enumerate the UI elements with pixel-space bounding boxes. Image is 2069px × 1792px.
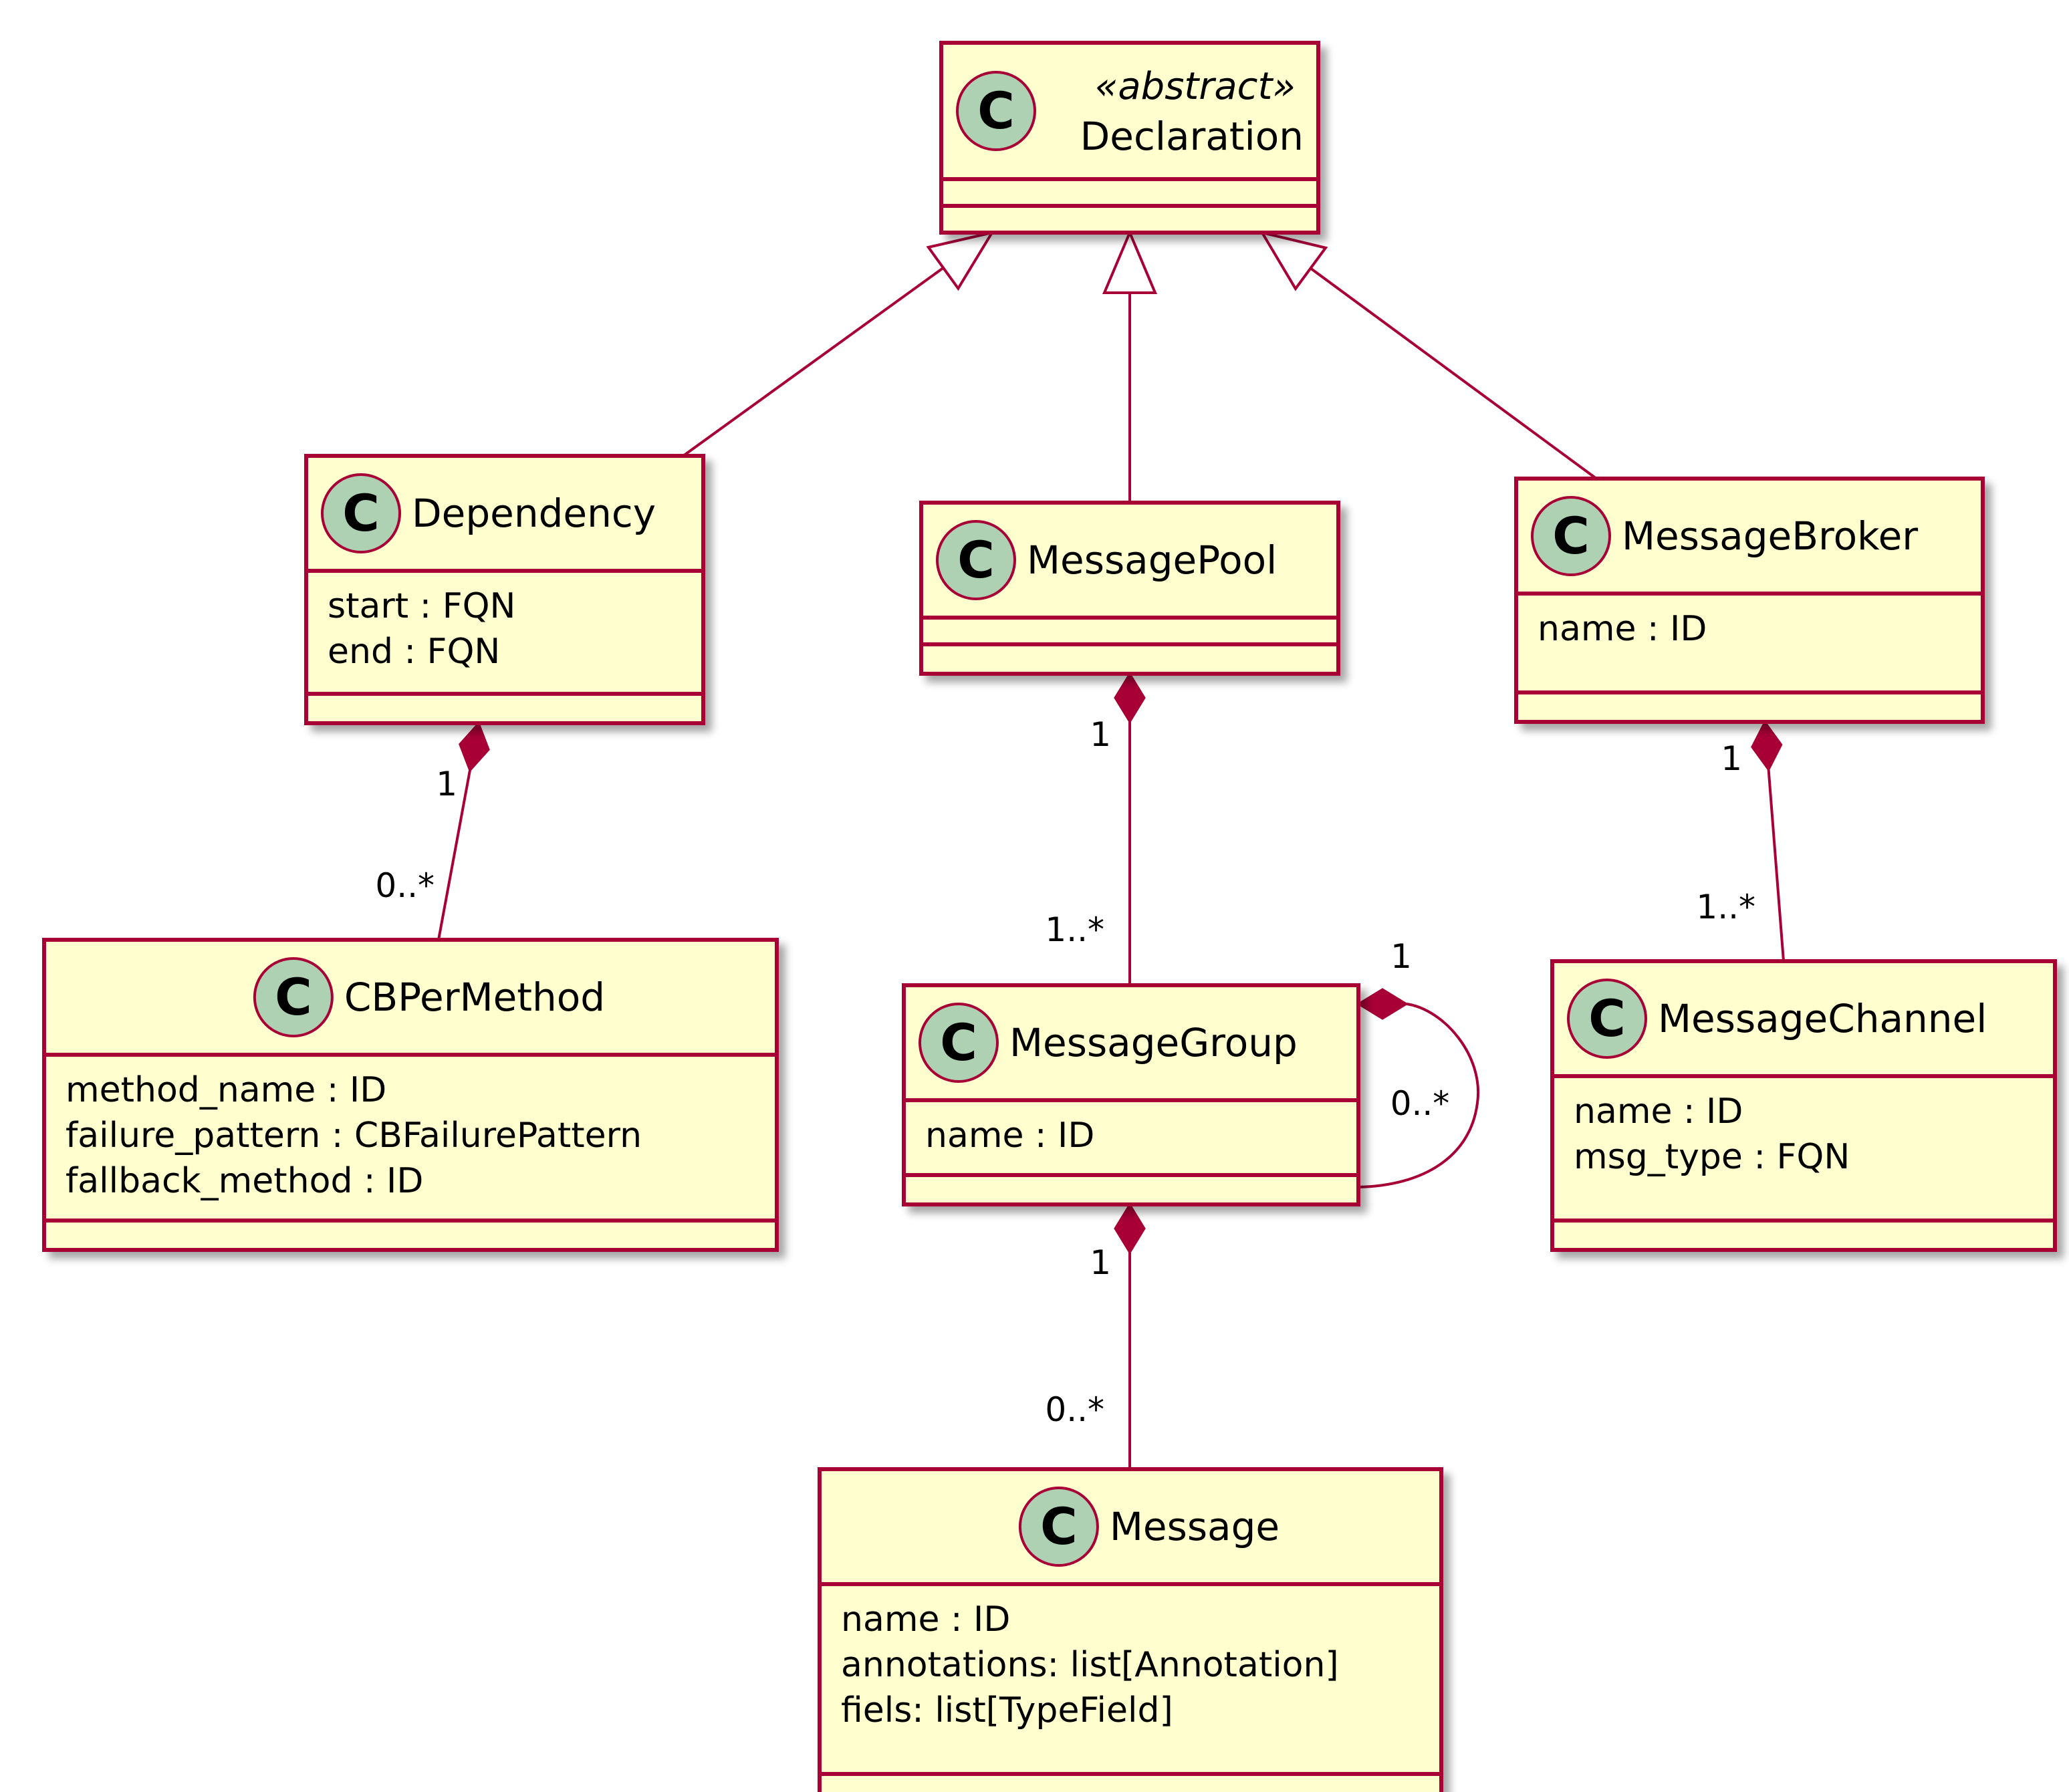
- class-box: [818, 1467, 1443, 1792]
- class-icon-letter: C: [977, 81, 1015, 140]
- class-stereotype-icon: C: [1567, 979, 1647, 1059]
- composition-line-cbpermethod: [437, 770, 471, 940]
- inheritance-arrow-messagepool: [1102, 229, 1158, 294]
- composition-diamond-messagechannel: [1751, 720, 1783, 772]
- class-icon-letter: C: [1588, 989, 1626, 1048]
- class-stereotype-icon: C: [956, 71, 1036, 151]
- inheritance-line-messagebroker: [1310, 267, 1598, 480]
- inheritance-line-dependency: [682, 267, 945, 457]
- class-messagechannel[interactable]: C MessageChannel name : ID msg_type : FQN: [1550, 959, 2057, 1252]
- multiplicity-part-messagegroup-self: 0..*: [1390, 1084, 1450, 1123]
- class-stereotype-icon: C: [936, 520, 1016, 600]
- composition-line-messagechannel: [1767, 769, 1785, 962]
- class-attribute: name : ID: [925, 1116, 1094, 1156]
- class-stereotype-icon: C: [1531, 496, 1611, 576]
- class-attribute: fiels: list[TypeField]: [841, 1690, 1173, 1731]
- class-message[interactable]: C Message name : ID annotations: list[Annot…: [818, 1467, 1443, 1792]
- class-stereotype-icon: C: [1018, 1487, 1099, 1567]
- class-icon-letter: C: [957, 530, 995, 590]
- multiplicity-part-messagegroup: 1..*: [1045, 910, 1104, 949]
- class-messagepool[interactable]: C MessagePool: [919, 501, 1340, 676]
- class-name: CBPerMethod: [344, 975, 605, 1020]
- class-dependency[interactable]: C Dependency start : FQN end : FQN: [304, 454, 705, 725]
- class-declaration[interactable]: C «abstract» Declaration: [939, 41, 1320, 235]
- multiplicity-part-message: 0..*: [1045, 1390, 1104, 1429]
- class-stereotype: «abstract»: [1095, 65, 1296, 108]
- multiplicity-whole-message: 1: [1090, 1243, 1111, 1282]
- class-box: [42, 938, 779, 1252]
- class-attribute: fallback_method : ID: [66, 1161, 423, 1201]
- class-attribute: name : ID: [1538, 609, 1707, 649]
- class-name: Declaration: [1080, 114, 1304, 159]
- class-attribute: msg_type : FQN: [1574, 1137, 1850, 1177]
- class-attribute: method_name : ID: [66, 1070, 386, 1110]
- class-attribute: start : FQN: [328, 586, 515, 626]
- composition-diamond-messagegroup: [1114, 672, 1146, 724]
- class-cbpermethod[interactable]: C CBPerMethod method_name : ID failure_patt…: [42, 938, 779, 1252]
- class-name: Message: [1110, 1504, 1280, 1549]
- class-icon-letter: C: [940, 1013, 977, 1072]
- class-attribute: name : ID: [1574, 1092, 1743, 1132]
- class-stereotype-icon: C: [321, 473, 401, 553]
- class-messagebroker[interactable]: C MessageBroker name : ID: [1514, 477, 1985, 724]
- multiplicity-part-cbpermethod: 0..*: [375, 866, 435, 905]
- class-icon-letter: C: [1040, 1497, 1078, 1556]
- class-attribute: name : ID: [841, 1599, 1010, 1640]
- multiplicity-part-messagechannel: 1..*: [1696, 888, 1755, 926]
- composition-line-messagegroup-self: [1358, 1003, 1480, 1188]
- multiplicity-whole-messagegroup: 1: [1090, 715, 1111, 754]
- class-attribute: failure_pattern : CBFailurePattern: [66, 1116, 642, 1156]
- class-icon-letter: C: [342, 483, 380, 543]
- class-name: MessagePool: [1027, 537, 1277, 583]
- class-name: MessageChannel: [1658, 996, 1987, 1041]
- multiplicity-labels-layer: 1 0..* 1 1..* 1 1..* 1 0..* 1 0..*: [375, 715, 1755, 1429]
- class-messagegroup[interactable]: C MessageGroup name : ID: [902, 983, 1360, 1206]
- class-attribute: end : FQN: [328, 632, 500, 672]
- class-stereotype-icon: C: [253, 957, 334, 1037]
- class-name: MessageBroker: [1622, 513, 1918, 559]
- composition-diamond-message: [1114, 1202, 1146, 1255]
- multiplicity-whole-messagechannel: 1: [1721, 739, 1742, 778]
- class-stereotype-icon: C: [919, 1003, 999, 1083]
- multiplicity-whole-cbpermethod: 1: [436, 765, 457, 803]
- inheritance-arrow-dependency: [926, 230, 995, 291]
- composition-diamond-cbpermethod: [459, 721, 490, 773]
- class-attribute: annotations: list[Annotation]: [841, 1645, 1339, 1685]
- multiplicity-whole-messagegroup-self: 1: [1390, 937, 1412, 976]
- composition-diamond-messagegroup-self: [1356, 988, 1409, 1020]
- relations-layer: [437, 229, 1785, 1469]
- class-icon-letter: C: [275, 967, 312, 1027]
- class-name: MessageGroup: [1009, 1020, 1298, 1065]
- class-icon-letter: C: [1552, 506, 1590, 565]
- inheritance-arrow-messagebroker: [1259, 230, 1328, 291]
- class-name: Dependency: [412, 491, 656, 536]
